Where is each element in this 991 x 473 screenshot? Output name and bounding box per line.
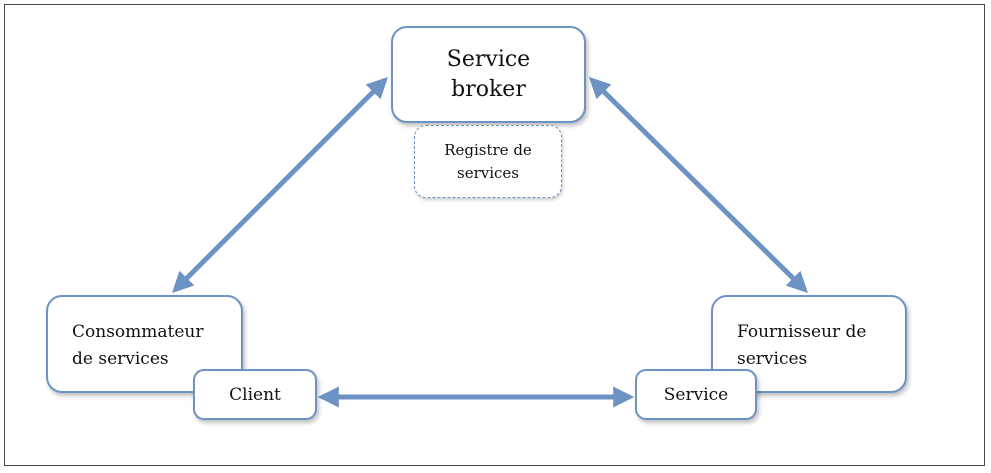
consommateur-label-line2: de services (72, 349, 169, 369)
service-node: Service (635, 369, 757, 420)
client-node: Client (193, 369, 317, 420)
fournisseur-label-line2: services (737, 349, 808, 369)
service-broker-node: Service broker (391, 26, 586, 123)
registre-label-line1: Registre de (444, 140, 532, 159)
service-broker-label-line2: broker (451, 76, 526, 102)
registre-label-line2: services (457, 163, 519, 182)
client-label: Client (229, 384, 281, 405)
consommateur-node: Consommateur de services (46, 295, 243, 393)
fournisseur-label-line1: Fournisseur de (737, 322, 867, 342)
registre-services-node: Registre de services (414, 125, 562, 198)
service-broker-label-line1: Service (446, 46, 531, 72)
edge-broker-fournisseur (589, 77, 808, 293)
consommateur-label-line1: Consommateur (72, 322, 204, 342)
diagram-frame (4, 4, 985, 466)
service-label: Service (663, 384, 729, 405)
edge-broker-consommateur (172, 77, 388, 293)
